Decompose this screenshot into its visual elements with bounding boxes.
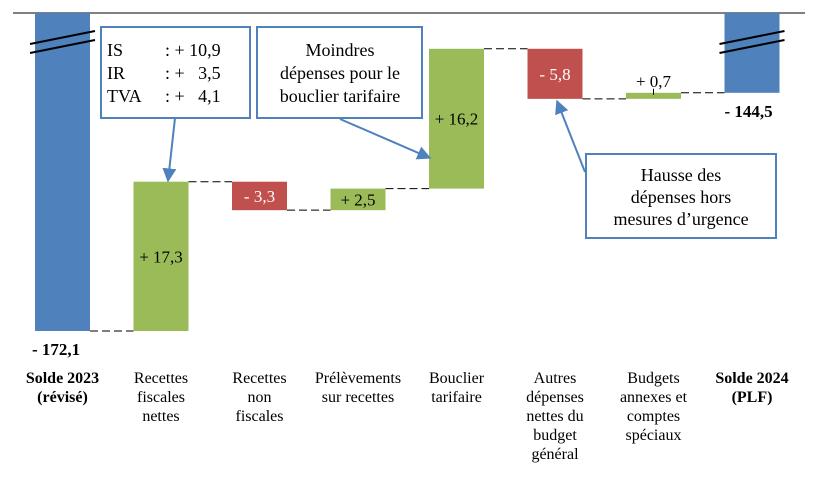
axis-break-mark xyxy=(29,30,96,45)
category-label: tarifaire xyxy=(431,389,482,406)
category-label: Solde 2024 xyxy=(715,370,788,387)
category-label: (révisé) xyxy=(37,389,88,406)
bar-0 xyxy=(35,13,90,331)
bar-6 xyxy=(626,92,681,99)
bar-3 xyxy=(330,188,386,211)
category-label: général xyxy=(531,446,579,463)
callout-bouclier: Moindres dépenses pour le bouclier tarif… xyxy=(256,26,432,160)
callout-arrow xyxy=(162,117,177,183)
callout-line: Moindres xyxy=(306,40,375,60)
callout-line: dépenses pour le xyxy=(280,63,400,83)
category-label: nettes du xyxy=(526,408,583,425)
bar-1 xyxy=(133,181,189,331)
category-label: (PLF) xyxy=(732,389,773,406)
callout-is-label: IS xyxy=(107,40,123,60)
data-label-total: - 144,5 xyxy=(725,102,773,121)
category-label: fiscales xyxy=(137,389,185,406)
bar-2 xyxy=(232,181,287,211)
category-label: spéciaux xyxy=(626,427,682,444)
category-label: fiscales xyxy=(236,408,284,425)
callout-hausse-depenses: Hausse des dépenses hors mesures d’urgen… xyxy=(555,99,777,239)
callout-ir-label: IR xyxy=(107,63,125,83)
bar-7 xyxy=(724,13,780,93)
category-label: Bouclier xyxy=(429,370,485,387)
category-label: Budgets xyxy=(627,370,679,387)
callout-tva-label: TVA xyxy=(107,86,142,106)
callout-arrow xyxy=(555,99,586,173)
category-label: Recettes xyxy=(134,370,188,387)
category-label: annexes et xyxy=(620,389,688,406)
callout-arrow xyxy=(339,118,432,160)
category-label: budget xyxy=(533,427,577,444)
bar-5 xyxy=(527,48,583,99)
data-label: - 3,3 xyxy=(244,187,275,206)
category-label: Recettes xyxy=(232,370,286,387)
data-label: + 16,2 xyxy=(435,110,479,129)
category-label: Solde 2023 xyxy=(26,370,99,387)
callout-is-value: : + 10,9 xyxy=(165,40,221,60)
data-label: + 17,3 xyxy=(139,247,183,266)
callout-tax-breakdown: IS : + 10,9 IR : + 3,5 TVA : + 4,1 xyxy=(100,26,251,183)
category-label: Autres xyxy=(534,370,577,387)
category-label: nettes xyxy=(142,408,179,425)
callout-line: bouclier tarifaire xyxy=(280,86,400,106)
axis-break-mark xyxy=(29,39,96,54)
category-label: non xyxy=(248,389,272,406)
callout-line: mesures d’urgence xyxy=(613,209,748,229)
data-label: + 2,5 xyxy=(340,190,375,209)
data-label-total: - 172,1 xyxy=(32,340,80,359)
data-label: + 0,7 xyxy=(636,72,672,91)
category-label: dépenses xyxy=(526,389,584,406)
category-label: Prélèvements xyxy=(315,370,401,387)
axis-break-mark xyxy=(719,39,785,54)
callout-line: dépenses hors xyxy=(631,187,731,207)
callout-ir-value: : + 3,5 xyxy=(165,63,221,83)
callout-line: Hausse des xyxy=(641,165,721,185)
category-label: comptes xyxy=(627,408,680,425)
callout-tva-value: : + 4,1 xyxy=(165,86,221,106)
category-label: sur recettes xyxy=(322,389,394,406)
bar-4 xyxy=(429,48,484,189)
data-label: - 5,8 xyxy=(539,65,570,84)
axis-break-mark xyxy=(719,30,785,45)
